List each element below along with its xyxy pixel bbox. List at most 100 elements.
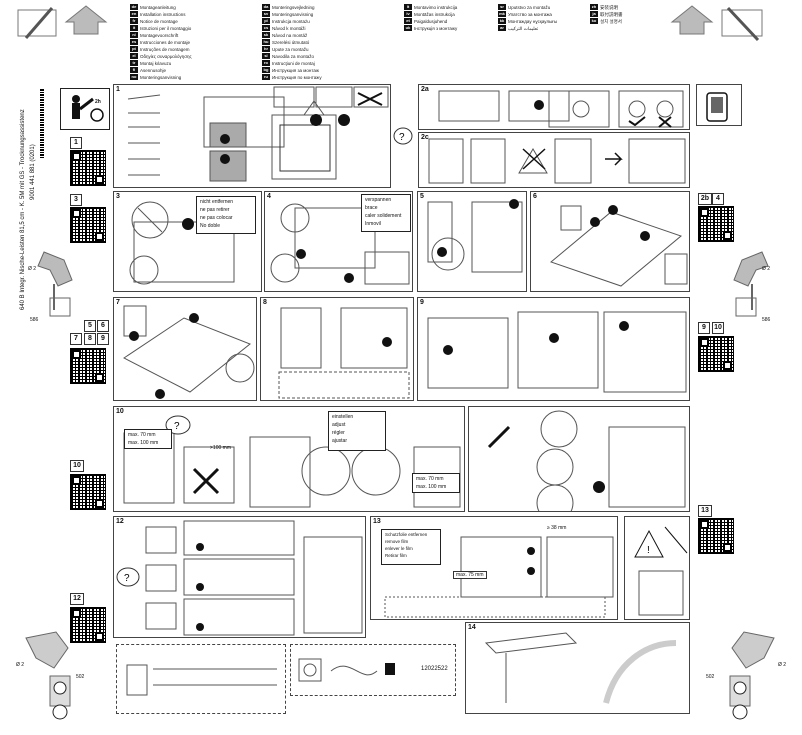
language-code: pt — [130, 46, 138, 52]
dim-label: ≥ 38 mm — [547, 525, 567, 531]
qr-code — [70, 607, 106, 643]
power-cord-panel: 12022522 — [290, 644, 456, 696]
language-code: hu — [262, 39, 270, 45]
language-code: fr — [130, 18, 138, 24]
language-title: Szerelési útmutató — [272, 40, 310, 45]
language-code: bg — [262, 67, 270, 73]
section-14: 14 — [465, 622, 690, 714]
language-code: tr — [130, 60, 138, 66]
language-code: it — [130, 25, 138, 31]
language-code: zh — [590, 4, 598, 10]
language-code: pl — [262, 18, 270, 24]
language-code: lv — [404, 11, 412, 17]
section-5: 5 — [417, 191, 527, 292]
section-10: 10 ? max. 70 mm max. 100 mm >100 mm eins… — [113, 406, 465, 512]
language-code: hr — [262, 46, 270, 52]
language-code: sr — [498, 4, 506, 10]
section-14-parts — [116, 644, 286, 714]
drill-icon — [733, 251, 769, 317]
order-number: 12022522 — [421, 666, 448, 672]
drill-icon — [37, 251, 73, 317]
language-code: ru — [262, 74, 270, 80]
svg-text:?: ? — [174, 421, 180, 432]
section-2c: 2c — [418, 132, 690, 188]
section-12: 12 ? — [113, 516, 366, 638]
section-1: 1 — [113, 84, 391, 188]
language-code: ko — [590, 18, 598, 24]
section-11 — [468, 406, 690, 512]
qr-code — [698, 206, 734, 242]
header-house-right — [670, 4, 788, 46]
language-title: Инструкция по монтажу — [272, 75, 322, 80]
language-code: cs — [262, 25, 270, 31]
language-code: uk — [404, 25, 412, 31]
qr-label: 6 — [97, 320, 109, 332]
language-title: Navodila za montažo — [272, 54, 315, 59]
qr-label: 1 — [70, 137, 82, 149]
language-title: Uputstvo za montažu — [508, 5, 551, 10]
language-code: en — [130, 11, 138, 17]
barcode — [40, 88, 44, 158]
language-code: sk — [262, 32, 270, 38]
language-title: Instruções de montagem — [140, 47, 190, 52]
section-2a: 2a — [418, 84, 690, 130]
house-arrow-icon — [670, 5, 763, 42]
language-title: Asennusohje — [140, 68, 167, 73]
section-13: 13 Schutzfolie entfernen remove film enl… — [370, 516, 618, 620]
language-title: Монтаждау нұсқаулығы — [508, 19, 558, 24]
language-code: nl — [130, 32, 138, 38]
language-title: Montavimo instrukcija — [414, 5, 458, 10]
qr-label: 13 — [698, 505, 712, 517]
qr-code — [70, 207, 106, 243]
language-code: sl — [262, 53, 270, 59]
svg-text:?: ? — [399, 132, 405, 143]
language-title: Monteringsanvisning — [140, 75, 182, 80]
language-title: 安装说明 — [600, 5, 618, 10]
qr-label: 4 — [712, 193, 724, 205]
language-code: no — [130, 74, 138, 80]
language-title: تعليمات التركيب — [508, 26, 539, 31]
time-label: 2h — [95, 99, 101, 105]
language-title: Monteringsanvisning — [272, 12, 314, 17]
language-title: Paigaldusjuhend — [414, 19, 448, 24]
dim-label: >100 mm — [210, 445, 231, 451]
language-title: Montageanleitung — [140, 5, 176, 10]
language-title: Upute za montažu — [272, 47, 309, 52]
info-box: Schutzfolie entfernen remove film enleve… — [381, 529, 441, 565]
drill-size: Ø 2 — [16, 662, 25, 668]
language-code: el — [130, 53, 138, 59]
wrench-person-icon: 2h — [60, 88, 110, 130]
language-title: Návod na montáž — [272, 33, 308, 38]
phone-info — [696, 84, 742, 126]
language-title: Montaj kılavuzu — [140, 61, 172, 66]
language-title: Montagevoorschrift — [140, 33, 179, 38]
qr-code — [698, 518, 734, 554]
qr-code — [70, 348, 106, 384]
language-title: 取付説明書 — [600, 12, 623, 17]
dim-label: max. 75 mm — [453, 571, 487, 579]
warning-panel: ! — [624, 516, 690, 620]
language-title: Notice de montage — [140, 19, 178, 24]
qr-label: 3 — [70, 194, 82, 206]
qr-label: 10 — [70, 460, 84, 472]
svg-text:!: ! — [647, 545, 650, 556]
